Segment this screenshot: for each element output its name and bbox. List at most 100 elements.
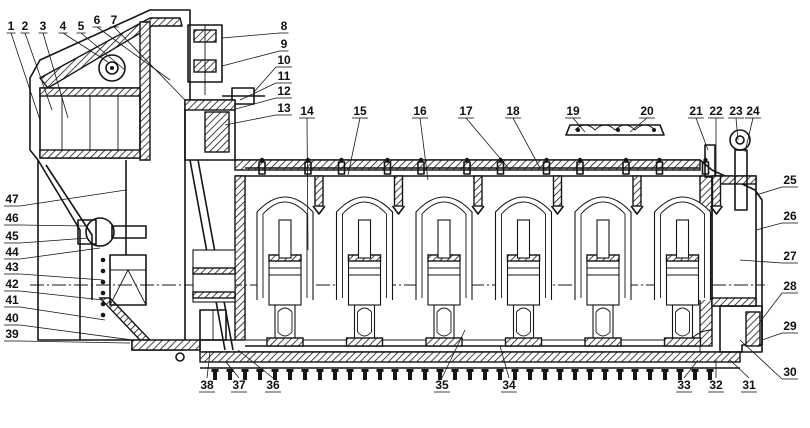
connecting-rod: [437, 219, 451, 259]
connecting-rod: [357, 219, 372, 259]
cylinder-1: [256, 157, 326, 347]
side-bolt: [100, 279, 106, 285]
bottom-bolt: [333, 372, 337, 380]
callout-33: 33: [677, 378, 691, 392]
callout-3: 3: [40, 19, 47, 33]
bottom-bolt: [558, 372, 562, 380]
leader-27: [739, 259, 783, 264]
callout-42: 42: [5, 277, 19, 291]
bottom-bolt-row: [100, 257, 714, 380]
bottom-bolt: [423, 372, 427, 380]
leader-2: [24, 32, 53, 111]
callout-16: 16: [413, 104, 427, 118]
leader-7: [113, 26, 186, 101]
callout-17: 17: [459, 104, 473, 118]
mounting-bracket: [187, 24, 223, 83]
bottom-bolt: [648, 372, 652, 380]
bottom-bolt: [243, 372, 247, 380]
piston: [586, 254, 620, 306]
piston: [506, 254, 541, 306]
callout-22: 22: [709, 104, 723, 118]
side-bolt: [100, 268, 106, 274]
leader-4: [62, 32, 109, 63]
bottom-bolt: [603, 372, 607, 380]
connecting-rod: [675, 219, 690, 259]
cylinder-bank: [256, 157, 724, 347]
callout-36: 36: [266, 378, 280, 392]
cylinder-3: [415, 157, 485, 347]
leader-21: [695, 117, 709, 151]
leader-13: [224, 114, 277, 126]
air-chamber-bottom: [39, 149, 141, 159]
cylinder-2: [335, 157, 406, 347]
callout-6: 6: [94, 13, 101, 27]
callout-2: 2: [22, 19, 29, 33]
bottom-bolt: [528, 372, 532, 380]
callout-25: 25: [783, 173, 797, 187]
cylinder-4: [494, 157, 565, 347]
lifting-eye: [729, 129, 751, 151]
connecting-rod: [596, 219, 610, 259]
bottom-bolt: [513, 372, 517, 380]
callout-15: 15: [353, 104, 367, 118]
callout-24: 24: [746, 104, 760, 118]
bottom-bolt: [498, 372, 502, 380]
callout-7: 7: [111, 13, 118, 27]
bottom-bolt: [213, 372, 217, 380]
piston: [347, 254, 382, 306]
air-chamber-top: [39, 87, 141, 97]
piston: [665, 254, 700, 306]
callout-47: 47: [5, 192, 19, 206]
leader-45: [19, 237, 89, 244]
leader-25: [755, 186, 783, 196]
leader-35: [441, 329, 466, 379]
bottom-bolt: [618, 372, 622, 380]
callout-31: 31: [742, 378, 756, 392]
leader-23: [735, 117, 739, 141]
callout-26: 26: [783, 209, 797, 223]
bottom-bolt: [288, 372, 292, 380]
leader-34: [499, 345, 510, 379]
bottom-bolt: [408, 372, 412, 380]
bottom-bolt: [438, 372, 442, 380]
leader-31: [729, 359, 750, 379]
leader-3: [42, 32, 69, 119]
callout-12: 12: [277, 84, 291, 98]
bottom-bolt: [393, 372, 397, 380]
callout-1: 1: [8, 19, 15, 33]
cylinder-5: [574, 157, 644, 347]
bottom-bolt: [303, 372, 307, 380]
bottom-bolt: [348, 372, 352, 380]
leader-43: [19, 273, 104, 281]
side-bolt: [100, 257, 106, 263]
bottom-bolt: [678, 372, 682, 380]
leader-37: [225, 361, 240, 379]
leader-47: [19, 189, 127, 207]
left-housing-floor: [131, 339, 201, 351]
callout-14: 14: [300, 104, 314, 118]
leader-5: [80, 32, 126, 71]
leader-10: [253, 66, 277, 93]
callout-27: 27: [783, 249, 797, 263]
leader-36: [237, 349, 274, 379]
leader-16: [419, 117, 429, 181]
bottom-bolt: [693, 372, 697, 380]
piston: [427, 254, 461, 306]
callout-34: 34: [502, 378, 516, 392]
side-bolt: [100, 290, 106, 296]
bottom-bolt: [543, 372, 547, 380]
filter-block: [109, 254, 147, 306]
valve-cover: [565, 124, 665, 136]
callout-20: 20: [640, 104, 654, 118]
leader-41: [19, 306, 106, 321]
leader-38: [206, 351, 211, 379]
bottom-bolt: [573, 372, 577, 380]
leader-17: [465, 117, 511, 171]
leader-9: [221, 50, 280, 67]
callout-39: 39: [5, 327, 19, 341]
leader-15: [347, 117, 361, 176]
connecting-rod: [278, 219, 292, 259]
